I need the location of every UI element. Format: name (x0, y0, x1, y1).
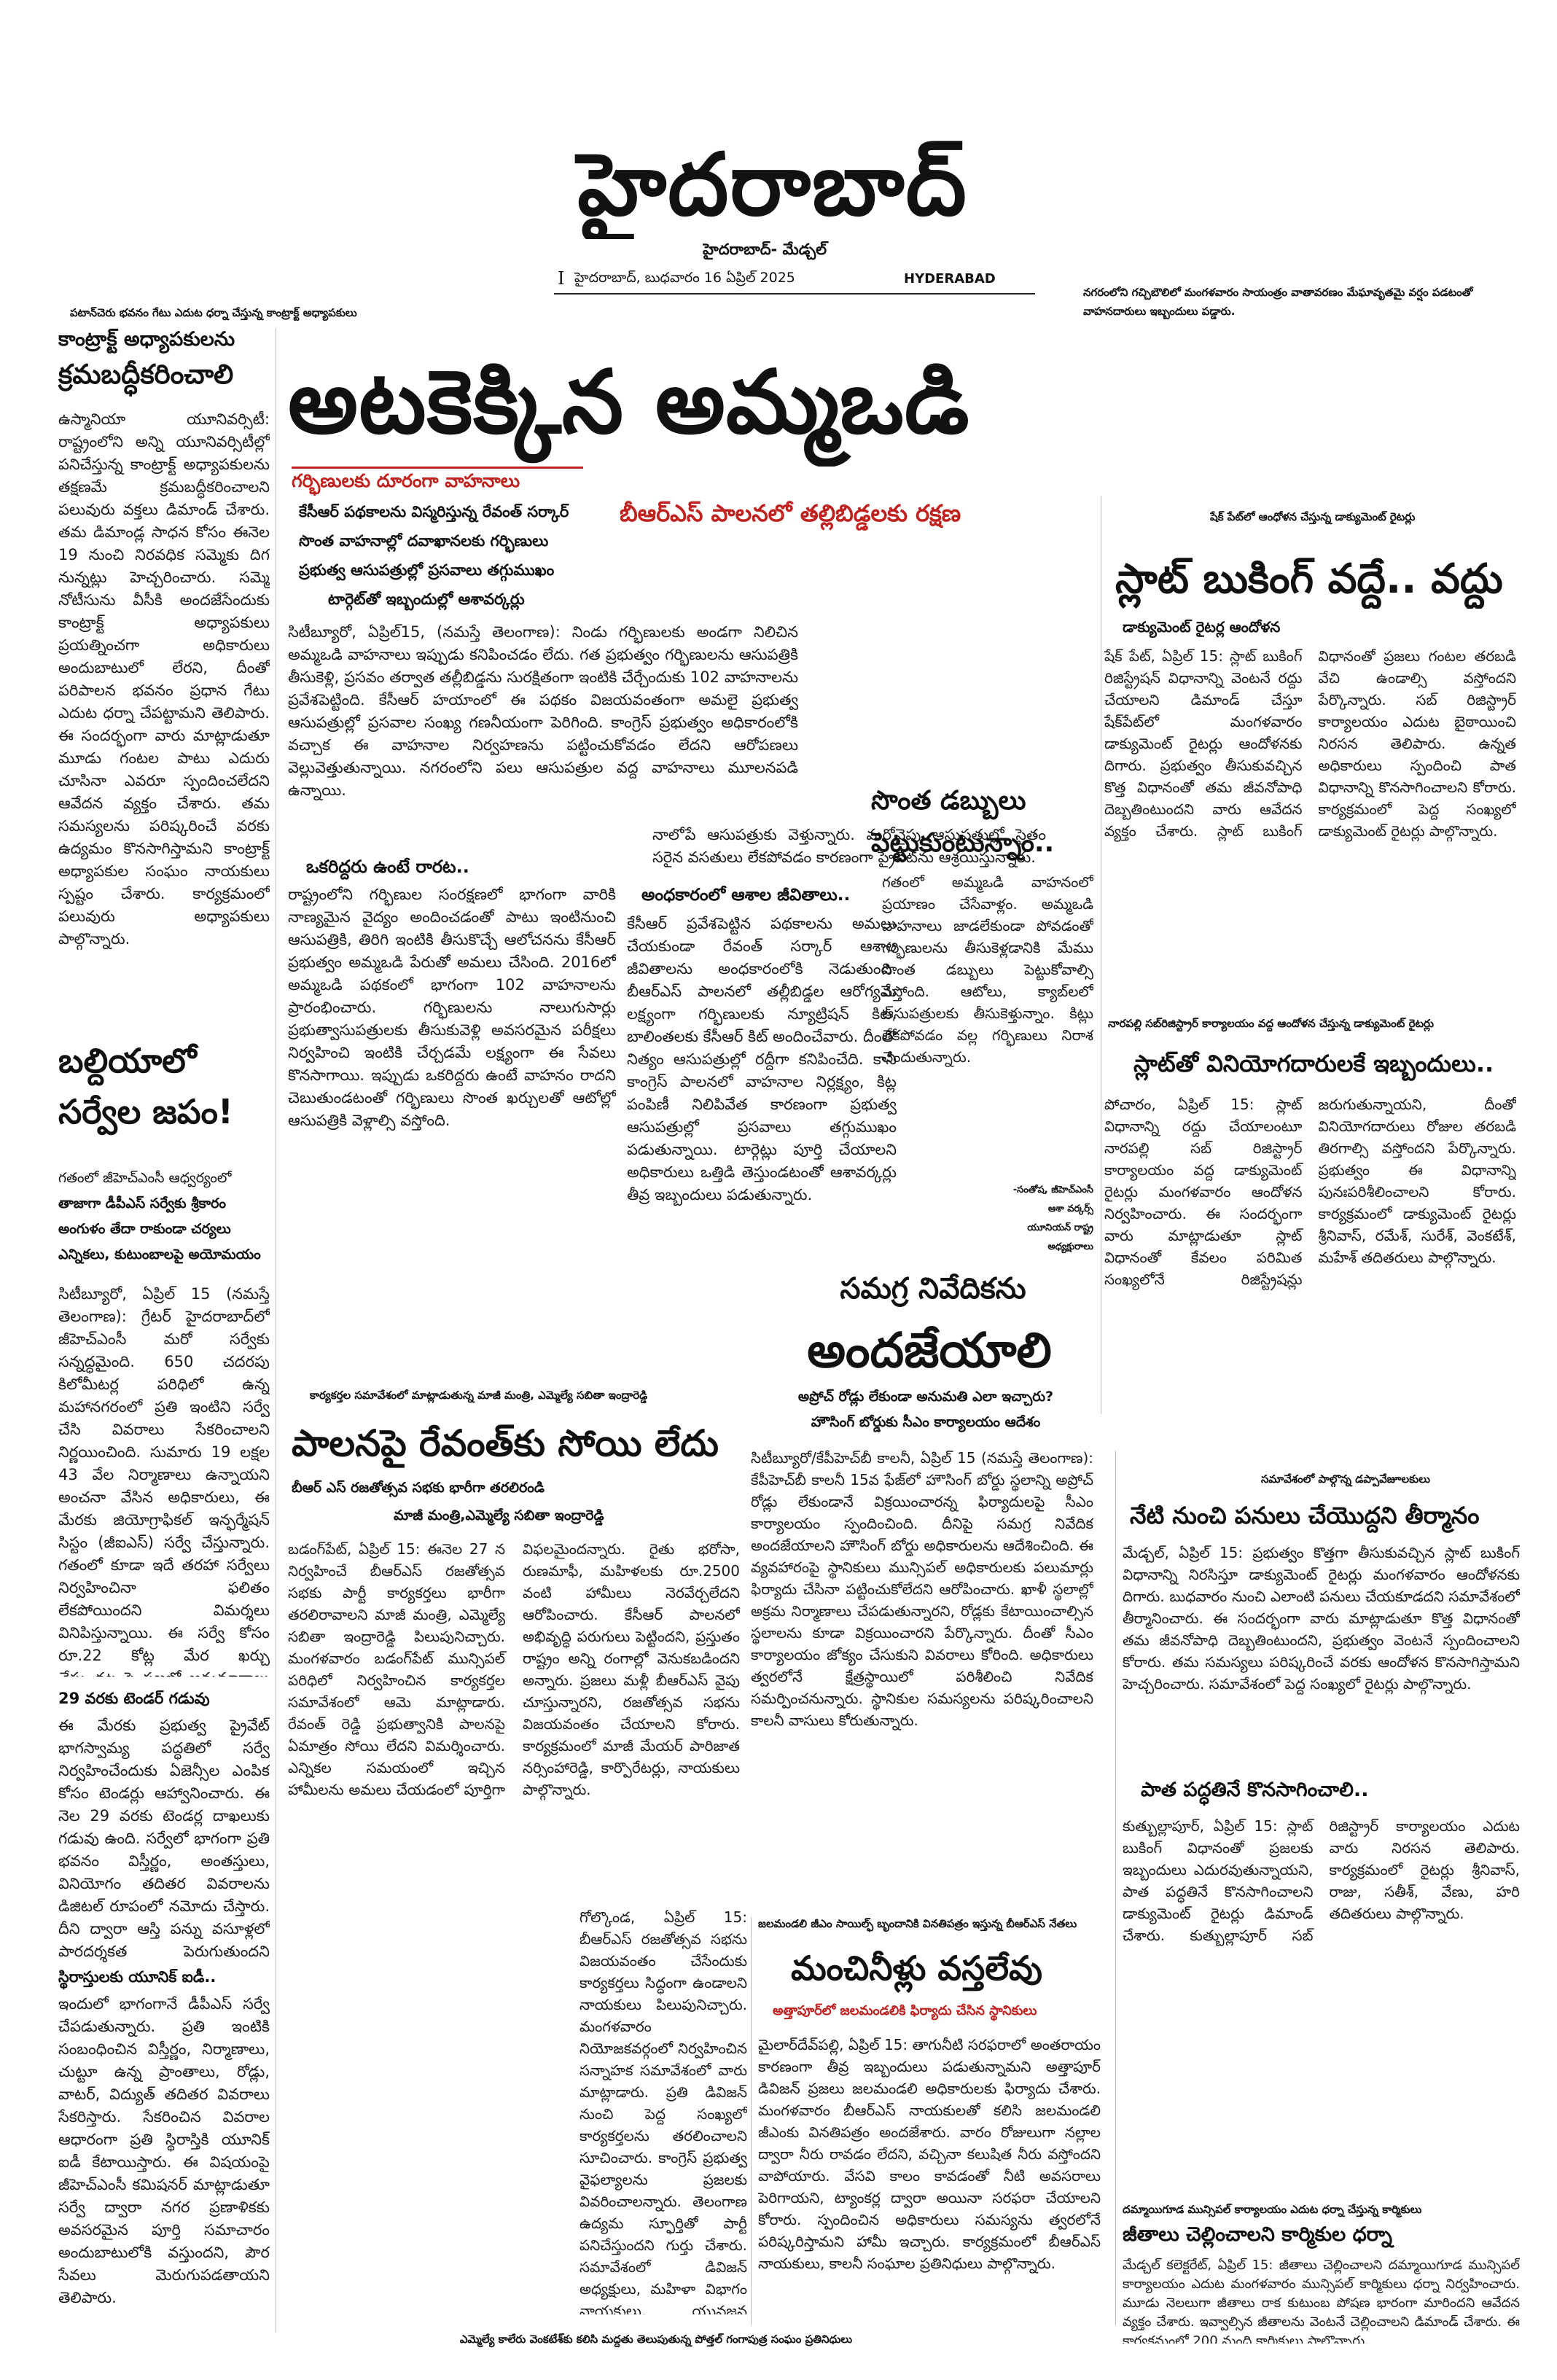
top-left-caption: పటాన్‌చెరు భవనం గేటు ఎదుట ధర్నా చేస్తున్… (70, 306, 357, 319)
quote-body: గతంలో అమ్మఒడి వాహనంలో ప్రయాణం చేసేవాళ్లం… (882, 873, 1093, 1066)
left-story-headline: క్రమబద్ధీకరించాలి (58, 359, 234, 390)
main-bullet-1: కేసీఆర్ పథకాలను విస్మరిస్తున్న రేవంత్ సర… (299, 503, 569, 520)
salary-kicker: దమ్మాయిగూడ మున్సిపల్ కార్యాలయం ఎదుట ధర్న… (1123, 2203, 1422, 2216)
water-sub: అత్తాపూర్‌లో జలమండలికి ఫిర్యాదు చేసిన స్… (773, 2003, 1037, 2018)
samagra-sub-1: అప్రోచ్ రోడ్లు లేకుండా అనుమతి ఎలా ఇచ్చార… (797, 1389, 1054, 1405)
main-body-b: కేసీఆర్ ప్రవేశపెట్టిన పథకాలను అమలు చేయకు… (627, 915, 897, 1203)
slot-subhead: డాక్యుమెంట్ రైటర్ల ఆందోళన (1123, 618, 1281, 636)
survey-headline: బల్దియాలో సర్వేల జపం! (58, 1041, 233, 1131)
survey-body: సిటీబ్యూరో, ఏప్రిల్ 15 (నమస్తే తెలంగాణ):… (58, 1285, 270, 1677)
column-divider (1115, 1451, 1116, 2325)
quote-signature: -సంతోష, జీహెచ్‌ఎంసీ ఆశా వర్కర్స్ యూనియన్… (1012, 1185, 1093, 1252)
main-subhead-b: అంధకారంలో ఆశాల జీవితాలు.. (641, 886, 851, 905)
main-body-1b: నాలోపే ఆసుపత్రుకు వెళ్తున్నారు. మరోవైపు … (652, 826, 1046, 866)
main-bullet-2: సొంత వాహనాల్లో దవాఖానలకు గర్భిణులు (299, 532, 549, 550)
main-red-deck: బీఆర్‌ఎస్ పాలనలో తల్లిబిడ్డలకు రక్షణ (620, 499, 961, 527)
samagra-kicker: సమగ్ర నివేదికను (840, 1272, 1026, 1306)
survey-sub-4: ఎన్నికలు, కుటుంబాలపై అయోమయం (58, 1246, 261, 1263)
salary-headline: జీతాలు చెల్లించాలని కార్మికుల ధర్నా (1123, 2223, 1392, 2246)
works-kicker: సమావేశంలో పాల్గొన్న డప్పావేజూలకులు (1261, 1472, 1430, 1486)
revanth-sub-1: బీఆర్ ఎస్ రజతోత్సవ సభకు భారీగా తరలిరండి (292, 1480, 545, 1496)
slot-body: షేక్ పేట్, ఏప్రిల్ 15: స్లాట్ బుకింగ్ రి… (1104, 647, 1516, 840)
revanth-body: బడంగ్‌పేట్, ఏప్రిల్ 15: ఈనెల 27 న నిర్వహ… (288, 1540, 740, 1798)
survey-subheading-tender: 29 వరకు టెండర్ గడువు (58, 1690, 210, 1707)
revanth-kicker: కార్యకర్తల సమావేశంలో మాట్లాడుతున్న మాజీ … (310, 1389, 648, 1402)
slot2-headline: స్లాట్‌తో వినియోగదారులకే ఇబ్బందులు.. (1133, 1050, 1494, 1077)
slot2-kicker: నారపల్లి సబ్‌రిజిస్ట్రార్ కార్యాలయం వద్ద… (1108, 1017, 1435, 1030)
main-bullet-3: ప్రభుత్వ ఆసుపత్రుల్లో ప్రసవాలు తగ్గుముఖం (299, 561, 555, 579)
main-body-1: సిటీబ్యూరో, ఏప్రిల్15, (నమస్తే తెలంగాణ):… (288, 623, 798, 799)
dateline: హైదరాబాద్, బుధవారం 16 ఏప్రిల్ 2025 (574, 270, 795, 286)
revanth-headline: పాలనపై రేవంత్‌కు సోయి లేదు (292, 1422, 719, 1464)
survey-sub-2: తాజాగా డీపీఎస్ సర్వేకు శ్రీకారం (58, 1195, 227, 1212)
survey-body-uid: ఇందులో భాగంగానే డీపీఎస్ సర్వే చేపడుతున్న… (58, 1995, 270, 2306)
top-right-caption: నగరంలోని గచ్చిబౌలిలో మంగళవారం సాయంత్రం వ… (1083, 286, 1473, 318)
column-divider (751, 1917, 752, 2325)
main-headline: అటకెక్కిన అమ్మఒడి (288, 352, 970, 453)
samagra-sub-2: హౌసింగ్ బోర్డుకు సీఎం కార్యాలయం ఆదేశం (811, 1414, 1041, 1430)
works-body-2: కుత్బుల్లాపూర్, ఏప్రిల్ 15: స్లాట్ బుకిం… (1123, 1817, 1520, 1944)
works-body: మేడ్చల్, ఏప్రిల్ 15: ప్రభుత్వం కొత్తగా త… (1123, 1544, 1520, 1693)
masthead-subtitle: హైదరాబాద్- మేడ్చల్ (703, 241, 827, 258)
survey-body-tender: ఈ మేరకు ప్రభుత్వ ప్రైవేట్ భాగస్వామ్య పద్… (58, 1717, 270, 1960)
main-bullet-4: టార్గెట్‌తో ఇబ్బందుల్లో ఆశావర్కర్లు (328, 590, 525, 608)
samagra-body: సిటీబ్యూరో/కేపీహెచ్‌బీ కాలనీ, ఏప్రిల్ 15… (751, 1449, 1093, 1729)
revanth-body-2: గోల్కొండ, ఏప్రిల్ 15: బీఆర్‌ఎస్ రజతోత్సవ… (580, 1908, 747, 2314)
survey-sub-1: గతంలో జీహెచ్‌ఎంసీ ఆధ్వర్యంలో (58, 1170, 232, 1186)
masthead-title: హైదరాబాద్ (577, 133, 968, 235)
quote-title: సొంత డబ్బులు పెట్టుకుంటున్నాం.. (871, 786, 1055, 858)
page-number: I (558, 268, 565, 289)
main-subhead-a: ఒకరిద్దరు ఉంటే రారట.. (306, 857, 469, 877)
edition-label: HYDERABAD (904, 271, 996, 286)
water-kicker: జలమండలి జీఎం సాయిల్ఫ్ బృందానికి వినతిపత్… (758, 1917, 1077, 1930)
slot-headline: స్లాట్ బుకింగ్ వద్దే.. వద్దు (1115, 555, 1503, 603)
bottom-photo-caption: ఎమ్మెల్యే కాలేరు వెంకటేశ్‌కు కలిసి మద్దత… (459, 2333, 853, 2346)
salary-body: మేడ్చల్ కలెక్టరేట్, ఏప్రిల్ 15: జీతాలు చ… (1123, 2258, 1520, 2344)
samagra-headline: అందజేయాలి (807, 1322, 1052, 1378)
slot-kicker: షేక్ పేట్‌లో ఆంధోళన చేస్తున్న డాక్యుమెంట… (1210, 510, 1416, 523)
water-headline: మంచినీళ్లు వస్తలేవు (791, 1948, 1042, 1988)
left-story-kicker: కాంట్రాక్ట్ అధ్యాపకులను (58, 328, 235, 351)
survey-subheading-uid: స్థిరాస్తులకు యూనిక్ ఐడీ.. (58, 1968, 216, 1986)
works-headline: నేటి నుంచి పనులు చేయొద్దని తీర్మానం (1130, 1502, 1480, 1529)
main-tag: గర్భిణులకు దూరంగా వాహనాలు (292, 467, 583, 496)
masthead-rule (554, 293, 1035, 294)
revanth-sub-2: మాజీ మంత్రి,ఎమ్మెల్యే సబితా ఇంద్రారెడ్డి (394, 1507, 604, 1523)
main-body-a: రాష్ట్రంలోని గర్భిణుల సంరక్షణలో భాగంగా వ… (288, 886, 616, 1129)
survey-sub-3: అంగుళం తేదా రాకుండా చర్యలు (58, 1221, 231, 1237)
works-subhead: పాత పద్ధతినే కొనసాగించాలి.. (1141, 1779, 1369, 1801)
left-story-body: ఉస్మానియా యూనివర్సిటీ: రాష్ట్రంలోని అన్న… (58, 410, 270, 948)
slot2-body: పోచారం, ఏప్రిల్ 15: స్లాట్ విధానాన్ని రద… (1104, 1096, 1516, 1288)
water-body: మైలార్‌దేవ్‌పల్లి, ఏప్రిల్ 15: తాగునీటి … (758, 2036, 1101, 2272)
